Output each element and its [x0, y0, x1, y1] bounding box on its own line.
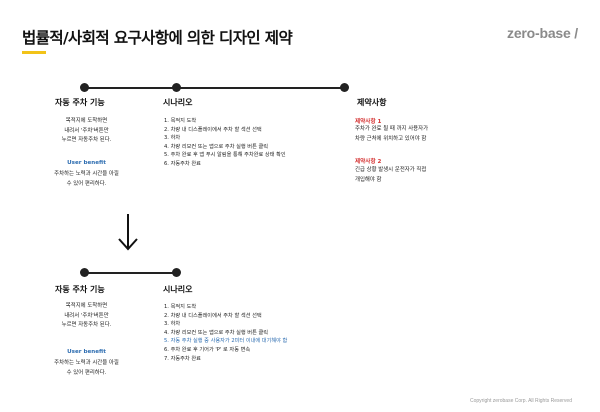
- scenario-steps-after: 1. 목적지 도착 2. 차량 내 디스플레이에서 주차 할 섹션 선택 3. 하차…: [164, 303, 287, 363]
- scenario-step: 5. 주차 완료 후 앱 푸시 알림을 통해 주차완료 상태 확인: [164, 152, 286, 159]
- constraint-1-title: 제약사항 1: [355, 119, 382, 125]
- scenario-step: 5. 자동 주차 실행 중 사용자가 2미터 이내에 대기해야 함: [164, 338, 288, 345]
- timeline-bottom-dot-feature: [80, 268, 89, 277]
- scenario-step: 1. 목적지 도착: [164, 304, 197, 310]
- brand-logo: zero-base /: [507, 25, 578, 41]
- scenario-step: 7. 자동주차 완료: [164, 355, 201, 362]
- constraints-heading: 제약사항: [357, 98, 387, 107]
- constraint-2-title: 제약사항 2: [355, 159, 382, 165]
- constraint-2-text: 긴급 상황 발생시 운전자가 직접 개입해야 함: [355, 167, 427, 183]
- feature-description-after: 목적지에 도착하면 내려서 '주차'버튼만 누르면 자동주차 된다.: [61, 303, 112, 329]
- scenario-step: 3. 하차: [164, 321, 181, 328]
- constraint-1-text: 주차가 완료 될 때 까지 사용자가 차량 근처에 위치하고 있어야 함: [355, 126, 429, 142]
- timeline-bottom: [84, 272, 178, 274]
- scenario-heading-after: 시나리오: [163, 285, 193, 294]
- scenario-step: 2. 차량 내 디스플레이에서 주차 할 섹션 선택: [164, 312, 262, 319]
- timeline-top: [84, 87, 344, 89]
- scenario-steps: 1. 목적지 도착 2. 차량 내 디스플레이에서 주차 할 섹션 선택 3. 하차…: [164, 117, 286, 169]
- scenario-step: 6. 자동주차 완료: [164, 160, 201, 167]
- scenario-step: 3. 하차: [164, 135, 181, 142]
- user-benefit-label: User benefit: [67, 160, 106, 166]
- user-benefit-text-after: 주차하는 노력과 시간을 아낄 수 있어 편리하다.: [54, 360, 119, 376]
- copyright: Copyright zerobase Corp. All Rights Rese…: [470, 398, 572, 404]
- page-title: 법률적/사회적 요구사항에 의한 디자인 제약: [22, 29, 293, 47]
- timeline-top-dot-feature: [80, 83, 89, 92]
- user-benefit-text: 주차하는 노력과 시간을 아낄 수 있어 편리하다.: [54, 171, 119, 187]
- scenario-step: 1. 목적지 도착: [164, 118, 197, 124]
- user-benefit-label-after: User benefit: [67, 349, 106, 355]
- timeline-top-dot-scenario: [172, 83, 181, 92]
- feature-heading-after: 자동 주차 기능: [55, 285, 105, 294]
- feature-heading: 자동 주차 기능: [55, 98, 105, 107]
- feature-description: 목적지에 도착하면 내려서 '주차'버튼만 누르면 자동주차 된다.: [61, 118, 112, 144]
- scenario-step: 4. 차량 리모컨 또는 앱으로 주차 실행 버튼 클릭: [164, 143, 269, 150]
- timeline-bottom-dot-scenario: [172, 268, 181, 277]
- scenario-step: 4. 차량 리모컨 또는 앱으로 주차 실행 버튼 클릭: [164, 329, 269, 336]
- scenario-step: 2. 차량 내 디스플레이에서 주차 할 섹션 선택: [164, 126, 262, 133]
- scenario-heading: 시나리오: [163, 98, 193, 107]
- title-underline: [22, 51, 46, 54]
- scenario-step: 6. 주차 완료 후 기어가 'P' 로 자동 변속: [164, 346, 251, 353]
- timeline-top-dot-constraints: [340, 83, 349, 92]
- down-arrow-icon: [118, 214, 138, 251]
